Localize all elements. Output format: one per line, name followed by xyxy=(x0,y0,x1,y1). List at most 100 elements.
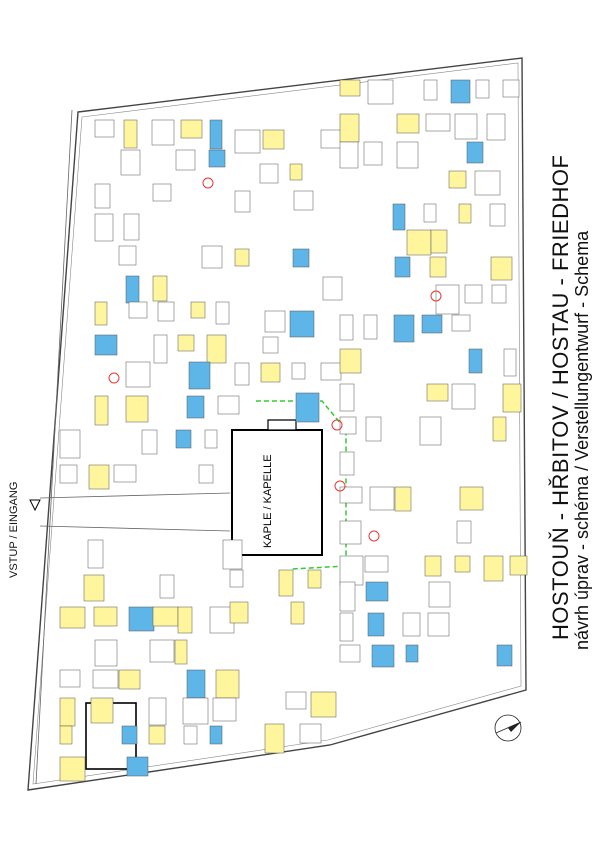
grave-plot-icon xyxy=(339,348,362,374)
grave-plot-icon xyxy=(464,284,483,304)
grave-plot-icon xyxy=(208,149,226,168)
grave-plot-icon xyxy=(149,639,175,663)
grave-plot-icon xyxy=(128,606,155,632)
grave-plot-icon xyxy=(291,362,306,380)
grave-plot-icon xyxy=(289,163,303,181)
grave-plot-icon xyxy=(229,601,249,624)
grave-plot-icon xyxy=(402,612,421,637)
inner-boundary xyxy=(32,62,522,785)
grave-plot-icon xyxy=(490,256,513,281)
grave-plot-icon xyxy=(435,284,460,315)
grave-plot-icon xyxy=(188,361,211,390)
grave-plot-icon xyxy=(459,486,484,511)
grave-plot-icon xyxy=(59,756,86,782)
grave-plot-icon xyxy=(198,464,214,484)
grave-plot-icon xyxy=(307,569,322,589)
grave-plot-icon xyxy=(339,612,354,642)
map-title: HOSTOUŇ - HŘBITOV / HOSTAU - FRIEDHOF xyxy=(548,154,573,640)
grave-plot-icon xyxy=(262,129,285,150)
grave-plot-icon xyxy=(175,429,192,449)
grave-plot-icon xyxy=(120,149,141,176)
grave-plot-icon xyxy=(93,606,118,627)
grave-plot-icon xyxy=(339,416,357,435)
grave-plot-icon xyxy=(201,245,223,269)
entrance-triangle-icon xyxy=(29,499,41,512)
grave-plot-icon xyxy=(365,416,382,442)
tree-icon xyxy=(430,290,442,302)
cemetery-boundary xyxy=(27,57,527,791)
grave-plot-icon xyxy=(369,486,395,511)
grave-plot-icon xyxy=(456,520,472,544)
grave-plot-icon xyxy=(234,129,261,154)
grave-plot-icon xyxy=(174,639,188,665)
grave-plot-icon xyxy=(123,119,138,149)
grave-plot-icon xyxy=(190,301,206,319)
tree-icon xyxy=(368,530,380,542)
grave-plot-icon xyxy=(222,539,243,570)
grave-plot-icon xyxy=(141,429,158,455)
grave-plot-icon xyxy=(474,170,501,196)
chapel-building xyxy=(231,429,323,556)
grave-plot-icon xyxy=(419,416,442,446)
grave-plot-icon xyxy=(509,555,528,576)
grave-plot-icon xyxy=(151,119,175,146)
grave-plot-icon xyxy=(229,569,244,588)
grave-plot-icon xyxy=(394,256,411,278)
grave-plot-icon xyxy=(367,79,394,105)
grave-plot-icon xyxy=(496,644,513,667)
grave-plot-icon xyxy=(59,669,81,688)
grave-plot-icon xyxy=(92,669,119,689)
grave-plot-icon xyxy=(59,725,73,745)
grave-plot-icon xyxy=(289,310,315,338)
grave-plot-icon xyxy=(429,256,447,278)
grave-plot-icon xyxy=(430,229,448,254)
grave-plot-icon xyxy=(394,486,412,512)
grave-plot-icon xyxy=(59,429,81,459)
grave-plot-icon xyxy=(212,697,237,722)
grave-plot-icon xyxy=(363,141,383,166)
grave-plot-icon xyxy=(502,79,520,98)
grave-plot-icon xyxy=(367,612,385,637)
grave-plot-icon xyxy=(322,276,343,301)
grave-plot-icon xyxy=(424,555,442,577)
grave-plot-icon xyxy=(458,203,472,224)
grave-plot-icon xyxy=(425,113,451,132)
grave-plot-icon xyxy=(278,569,294,597)
grave-plot-icon xyxy=(113,464,137,483)
grave-plot-icon xyxy=(177,606,193,634)
grave-plot-icon xyxy=(175,149,196,171)
grave-plot-icon xyxy=(59,606,86,629)
grave-plot-icon xyxy=(396,113,420,134)
grave-plot-icon xyxy=(339,383,355,412)
grave-plots xyxy=(59,79,528,782)
grave-plot-icon xyxy=(339,314,354,341)
compass-icon xyxy=(494,714,522,742)
grave-plot-icon xyxy=(94,183,111,209)
grave-plot-icon xyxy=(483,555,504,582)
grave-plot-icon xyxy=(152,183,172,202)
grave-plot-icon xyxy=(339,520,362,545)
grave-plot-icon xyxy=(421,314,443,334)
grave-plot-icon xyxy=(123,213,140,241)
grave-plot-icon xyxy=(182,697,209,725)
grave-plot-icon xyxy=(94,119,115,138)
grave-plot-icon xyxy=(339,555,364,586)
grave-plot-icon xyxy=(451,383,476,410)
grave-plot-icon xyxy=(125,395,149,423)
grave-plot-icon xyxy=(454,113,478,140)
grave-plot-icon xyxy=(454,555,471,573)
grave-plot-icon xyxy=(94,639,118,667)
grave-plot-icon xyxy=(264,723,285,754)
grave-plot-icon xyxy=(152,606,179,627)
tree-icon xyxy=(108,372,120,384)
grave-plot-icon xyxy=(339,79,361,97)
grave-plot-icon xyxy=(215,669,240,699)
grave-plot-icon xyxy=(159,574,175,599)
grave-plot-icon xyxy=(428,581,451,608)
grave-plot-icon xyxy=(295,392,320,423)
grave-plot-icon xyxy=(234,190,251,213)
tree-icon xyxy=(202,177,214,189)
grave-plot-icon xyxy=(204,429,218,449)
grave-plot-icon xyxy=(339,486,363,504)
